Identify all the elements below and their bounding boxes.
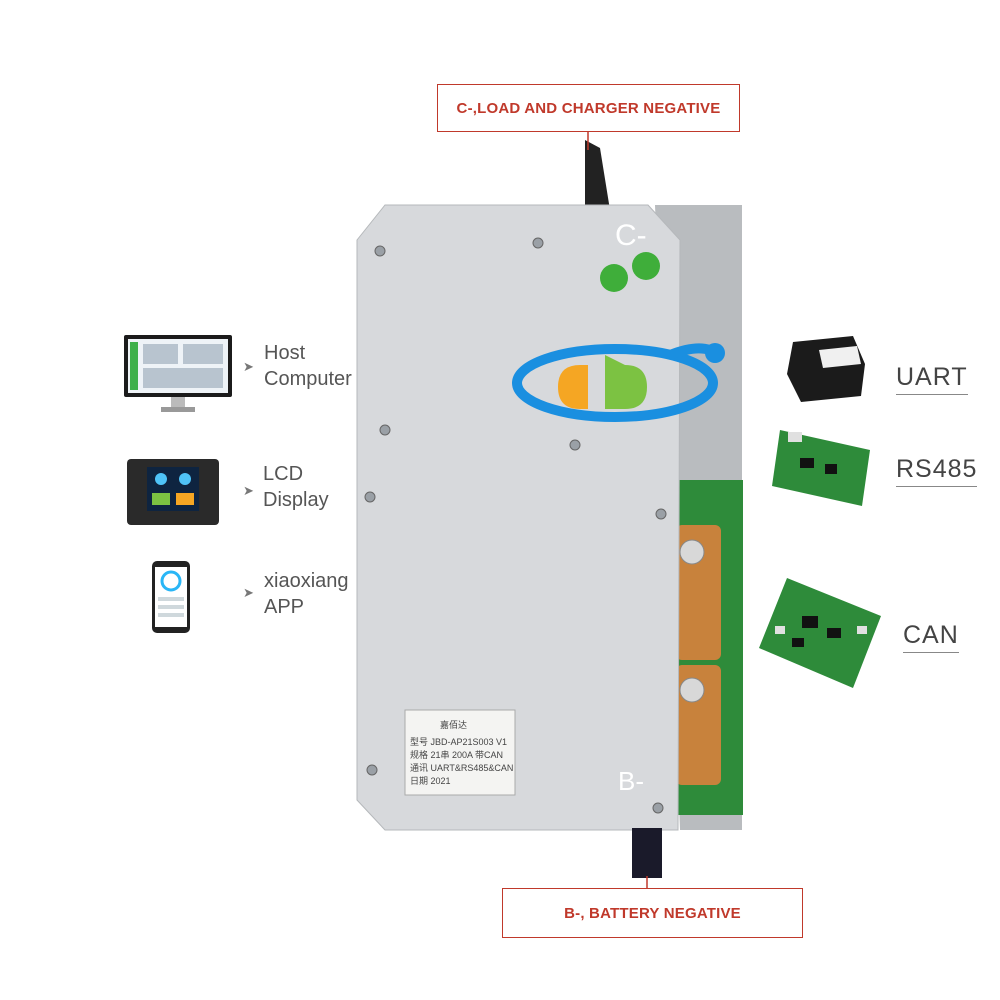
uart-box-icon	[787, 336, 865, 402]
aluminum-cover	[356, 204, 681, 831]
cert-sticker-icon	[632, 252, 660, 280]
terminal-b-minus: B-	[618, 766, 644, 796]
feature-line2: Display	[263, 489, 329, 511]
feature-lcd-display: LCD Display	[263, 461, 329, 513]
arrow-icon: ➤	[243, 359, 254, 374]
feature-host-computer: Host Computer	[264, 340, 352, 392]
label-line-3: 通讯 UART&RS485&CAN	[410, 763, 513, 773]
product-label-sticker	[404, 709, 516, 796]
interface-rs485: RS485	[896, 455, 978, 487]
feature-line1: xiaoxiang	[264, 570, 349, 592]
smartphone-icon	[152, 561, 190, 633]
label-line-1: 型号 JBD-AP21S003 V1	[410, 737, 507, 747]
feature-line1: LCD	[263, 463, 304, 485]
rs485-board-icon	[772, 430, 870, 506]
arrow-icon: ➤	[243, 483, 254, 498]
lower-bolt	[679, 677, 705, 703]
feature-line1: Host	[264, 342, 306, 364]
battery-cable	[632, 828, 662, 878]
label-line-4: 日期 2021	[410, 776, 451, 786]
feature-xiaoxiang-app: xiaoxiang APP	[264, 568, 349, 620]
battery-negative-callout: B-, BATTERY NEGATIVE	[502, 888, 803, 938]
cover-screws	[364, 237, 667, 814]
interface-can: CAN	[903, 621, 959, 653]
interface-uart: UART	[896, 363, 968, 395]
load-charger-negative-label: C-,LOAD AND CHARGER NEGATIVE	[456, 99, 721, 117]
arrow-icon: ➤	[243, 585, 254, 600]
battery-negative-label: B-, BATTERY NEGATIVE	[564, 904, 741, 922]
label-line-2: 规格 21串 200A 带CAN	[410, 749, 503, 760]
brand-logo-icon	[512, 343, 725, 422]
label-brand: 嘉佰达	[440, 719, 467, 730]
load-cable	[585, 140, 610, 210]
cert-sticker-icon	[600, 264, 628, 292]
lcd-display-icon	[127, 459, 219, 525]
feature-line2: Computer	[264, 368, 352, 390]
load-charger-negative-callout: C-,LOAD AND CHARGER NEGATIVE	[437, 84, 740, 132]
can-board-icon	[759, 578, 881, 688]
monitor-icon	[124, 335, 232, 412]
upper-bolt	[679, 539, 705, 565]
terminal-c-minus: C-	[615, 219, 647, 252]
feature-line2: APP	[264, 596, 305, 618]
